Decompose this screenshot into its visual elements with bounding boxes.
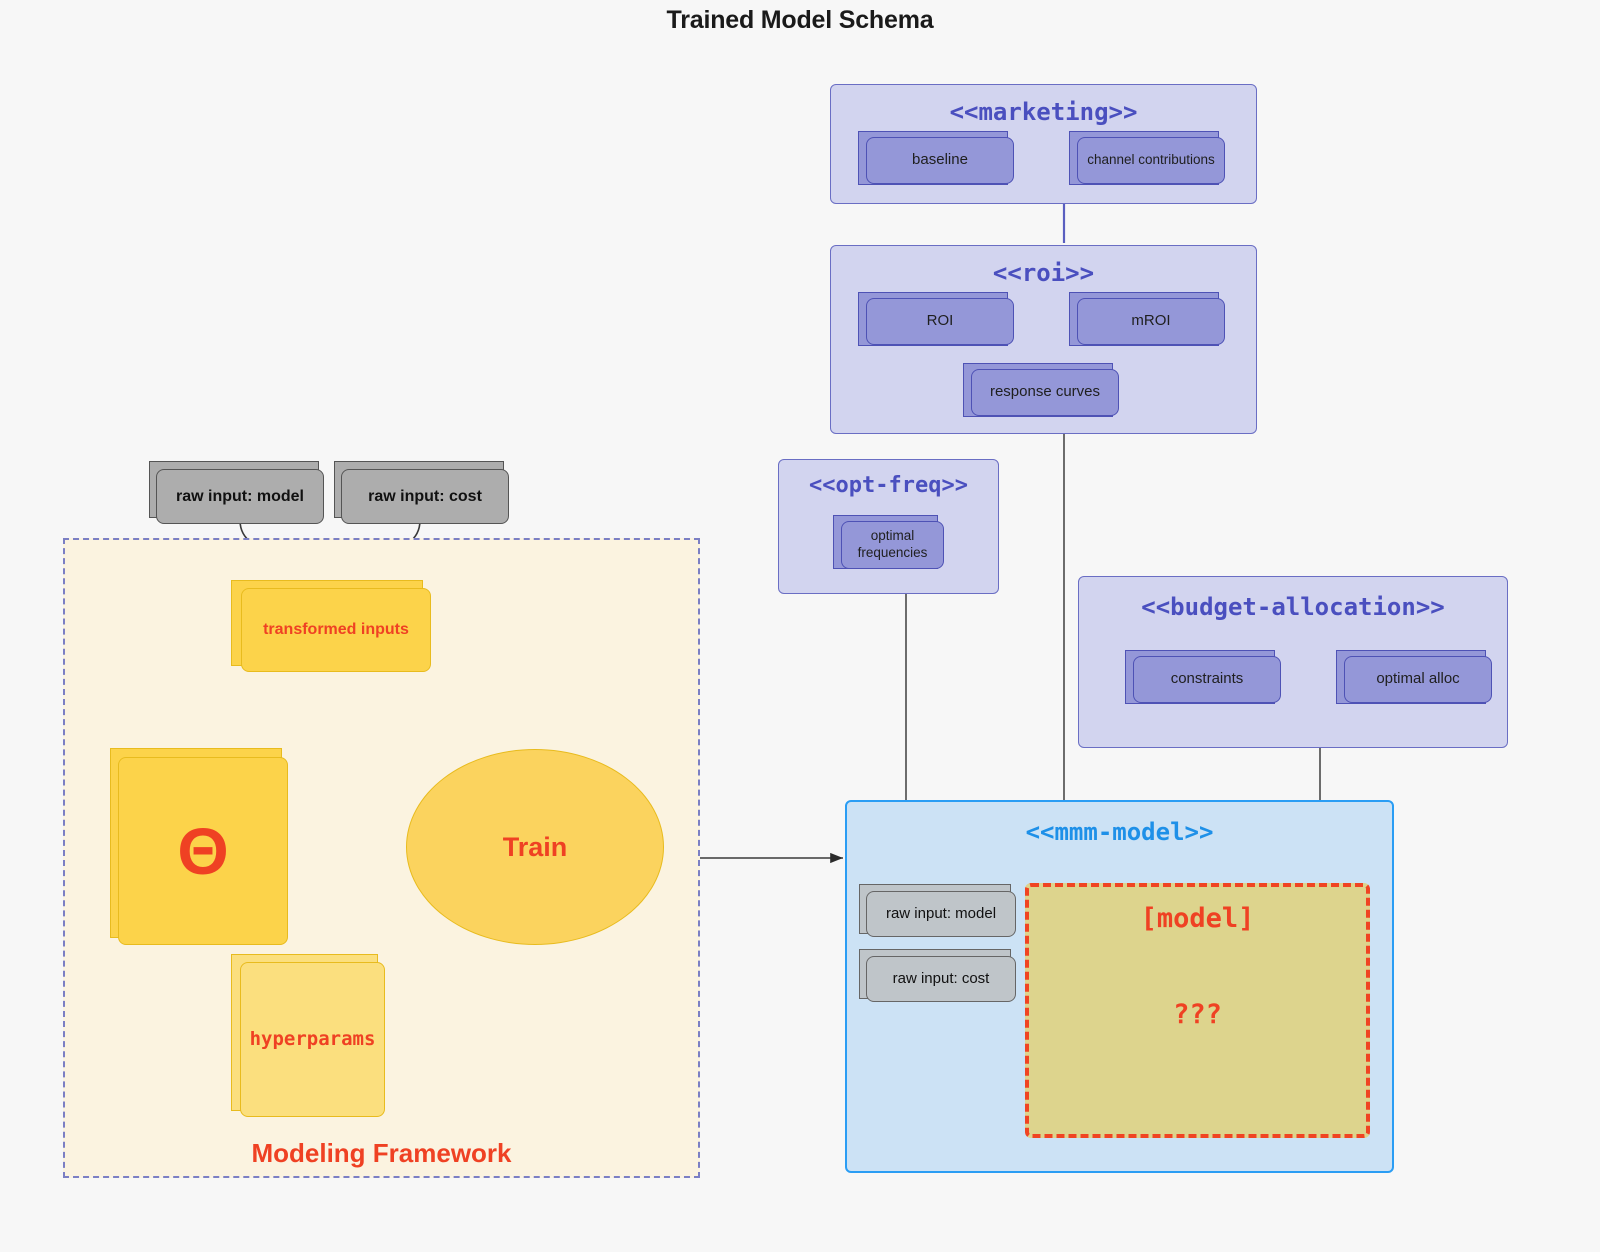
- optimal-alloc-node[interactable]: optimal alloc: [1344, 656, 1492, 703]
- package-marketing-title: <<marketing>>: [949, 98, 1138, 126]
- mmm-raw-input-model-node[interactable]: raw input: model: [866, 891, 1016, 937]
- theta-glyph: Θ: [177, 814, 229, 888]
- package-roi-title: <<roi>>: [992, 259, 1095, 287]
- raw-input-cost-node[interactable]: raw input: cost: [341, 469, 509, 524]
- package-budget-allocation-title: <<budget-allocation>>: [1141, 593, 1445, 621]
- model-placeholder-label: [model]: [1140, 903, 1255, 934]
- raw-input-model-node[interactable]: raw input: model: [156, 469, 324, 524]
- mroi-node[interactable]: mROI: [1077, 298, 1225, 345]
- modeling-framework-label: Modeling Framework: [251, 1138, 512, 1168]
- constraints-node[interactable]: constraints: [1133, 656, 1281, 703]
- mmm-raw-input-cost-node[interactable]: raw input: cost: [866, 956, 1016, 1002]
- package-opt-freq-title: <<opt-freq>>: [809, 473, 968, 498]
- package-mmm-model-title: <<mmm-model>>: [1025, 818, 1214, 846]
- theta-node[interactable]: Θ: [118, 757, 288, 945]
- hyperparams-node[interactable]: hyperparams: [240, 962, 385, 1117]
- train-process-node[interactable]: Train: [406, 749, 664, 945]
- channel-contributions-node[interactable]: channel contributions: [1077, 137, 1225, 184]
- page-title: Trained Model Schema: [666, 6, 934, 34]
- response-curves-node[interactable]: response curves: [971, 369, 1119, 416]
- model-placeholder-region: [model] ???: [1025, 883, 1370, 1138]
- roi-node[interactable]: ROI: [866, 298, 1014, 345]
- optimal-frequencies-node[interactable]: optimal frequencies: [841, 521, 944, 569]
- model-placeholder-unknown: ???: [1173, 999, 1222, 1030]
- baseline-node[interactable]: baseline: [866, 137, 1014, 184]
- transformed-inputs-node[interactable]: transformed inputs: [241, 588, 431, 672]
